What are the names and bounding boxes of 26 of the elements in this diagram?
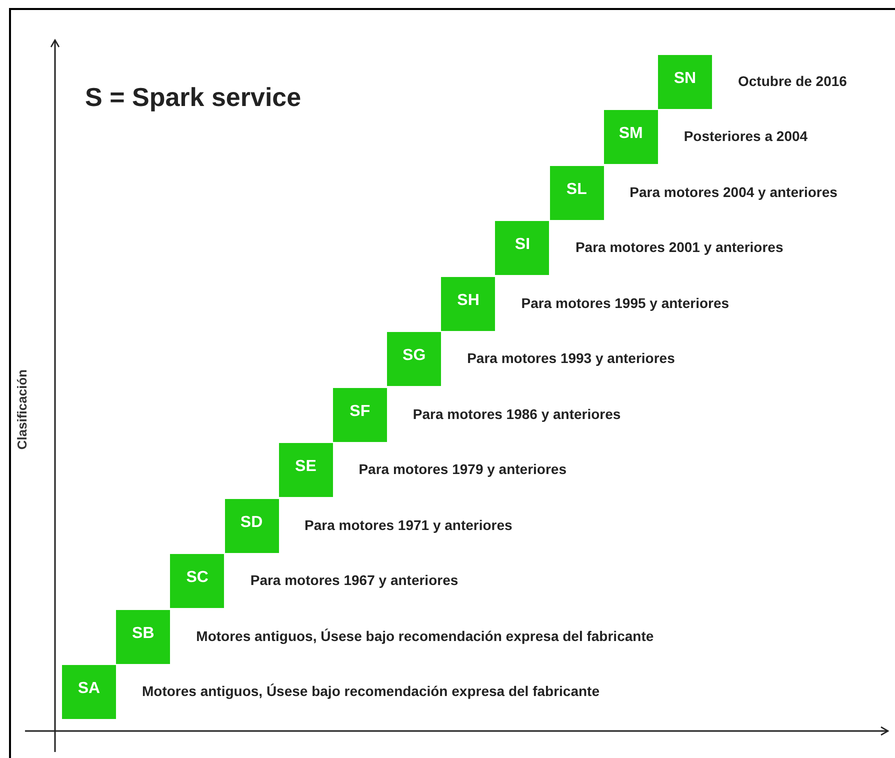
- rating-description: Para motores 1993 y anteriores: [467, 349, 675, 368]
- rating-box: SI: [495, 221, 550, 276]
- rating-box: SM: [604, 110, 658, 164]
- rating-box: SD: [224, 498, 279, 553]
- axis-label: Clasificación: [14, 368, 30, 452]
- rating-description: Motores antiguos, Úsese bajo recomendación expresa del fabricante: [196, 626, 654, 645]
- rating-box: SC: [170, 554, 224, 608]
- rating-description: Para motores 1986 y anteriores: [412, 404, 621, 423]
- rating-box: SN: [658, 55, 712, 109]
- rating-description: Octubre de 2016: [738, 72, 847, 90]
- rating-description: Motores antiguos, Úsese bajo recomendación expresa del fabricante: [142, 682, 600, 700]
- diagram-title: S = Spark service: [85, 82, 302, 113]
- rating-description: Posteriores a 2004: [684, 127, 808, 146]
- rating-description: Para motores 2001 y anteriores: [575, 238, 784, 256]
- rating-box: SF: [332, 388, 387, 442]
- rating-description: Para motores 1971 y anteriores: [304, 516, 512, 534]
- rating-box: SE: [278, 443, 333, 498]
- rating-box: SH: [441, 276, 496, 331]
- rating-box: SL: [550, 166, 604, 220]
- rating-description: Para motores 2004 y anteriores: [630, 182, 838, 201]
- rating-box: SB: [116, 610, 170, 664]
- rating-description: Para motores 1979 y anteriores: [358, 460, 566, 478]
- rating-box: SG: [387, 332, 442, 386]
- rating-description: Para motores 1967 y anteriores: [250, 571, 458, 590]
- rating-box: SA: [62, 665, 116, 719]
- rating-description: Para motores 1995 y anteriores: [521, 294, 730, 312]
